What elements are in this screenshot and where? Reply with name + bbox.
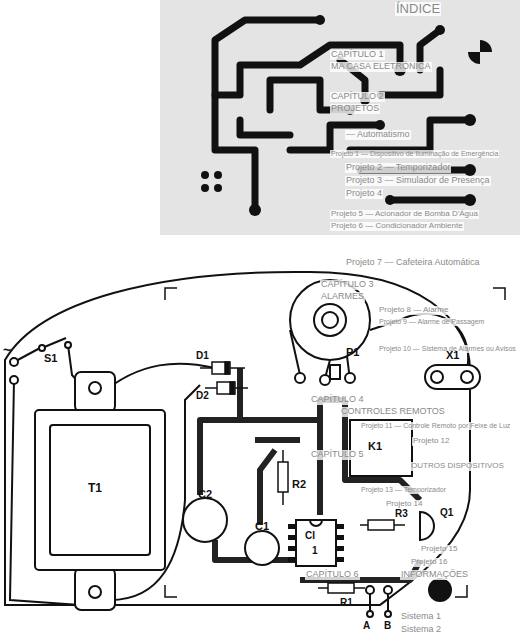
faded-index-text: — Automatismo [345, 130, 411, 140]
faded-index-text: MA CASA ELETRÔNICA [330, 62, 432, 72]
part-label: P1 [346, 346, 359, 358]
terminal-pads [366, 586, 392, 617]
faded-index-text: ALARMES [320, 292, 365, 302]
faded-index-text: CAPÍTULO 1 [330, 50, 385, 60]
corner-brackets [165, 288, 505, 597]
transistor-symbol [420, 512, 434, 540]
faded-index-text: Projeto 15 [420, 545, 458, 554]
faded-index-text: Projeto 14 [385, 500, 423, 509]
faded-index-text: Projeto 6 — Condicionador Ambiente [330, 222, 464, 231]
part-label: ~ [3, 343, 11, 358]
potentiometer-symbol [290, 280, 370, 385]
faded-index-text: Sistema 2 [400, 625, 442, 635]
faded-index-text: Sistema 1 [400, 612, 442, 622]
part-label: S1 [44, 352, 57, 364]
faded-index-text: ÍNDICE [395, 2, 441, 16]
part-label: D1 [196, 350, 209, 361]
part-label: 1 [312, 545, 318, 556]
ic-pins [288, 524, 344, 562]
faded-index-text: Projeto 1 — Dispositivo de Iluminação de… [330, 150, 499, 158]
index-mark [428, 578, 452, 602]
faded-index-text: Projeto 2 — Temporizador [345, 163, 451, 173]
part-label: C1 [255, 520, 269, 532]
faded-index-text: CAPÍTULO 4 [310, 395, 365, 405]
part-label: K1 [368, 440, 382, 452]
faded-index-text: Projeto 13 — Temporizador [360, 486, 447, 494]
faded-index-text: Projeto 11 — Controle Remoto por Feixe d… [360, 422, 511, 430]
part-label: A [363, 620, 370, 631]
part-label: C2 [198, 488, 212, 500]
faded-index-text: Projeto 4 [345, 189, 383, 199]
copper-pattern [160, 0, 520, 235]
faded-index-text: Projeto 7 — Cafeteira Automática [345, 258, 481, 268]
faded-index-text: CAPÍTULO 2 [330, 92, 385, 102]
faded-index-text: CAPÍTULO 6 [305, 570, 360, 580]
faded-index-text: Projeto 16 [410, 558, 448, 567]
faded-index-text: Projeto 12 [412, 437, 450, 446]
faded-index-text: OUTROS DISPOSITIVOS [410, 462, 505, 471]
faded-index-text: Projeto 3 — Simulador de Presença [345, 176, 491, 186]
part-label: D2 [196, 390, 209, 401]
faded-index-text: Projeto 5 — Acionador de Bomba D'Água [330, 210, 479, 219]
faded-index-text: CONTROLES REMOTOS [340, 407, 446, 417]
part-label: B [384, 620, 391, 631]
faded-index-text: Projeto 8 — Alarme [378, 306, 449, 315]
diode-symbol [200, 362, 248, 394]
faded-index-text: CAPÍTULO 3 [320, 280, 375, 290]
faded-index-text: INFORMAÇÕES [400, 570, 469, 580]
faded-index-text: PROJETOS [330, 104, 380, 114]
part-label: X1 [446, 349, 459, 361]
part-label: T1 [88, 482, 102, 495]
wires [10, 314, 468, 612]
ic-symbol [296, 520, 336, 566]
transformer-symbol [35, 372, 165, 610]
faded-index-text: Projeto 9 — Alarme de Passagem [378, 318, 485, 326]
part-label: R2 [292, 478, 306, 490]
switch-symbol [10, 338, 71, 384]
part-label: CI [305, 530, 315, 541]
part-label: R1 [340, 597, 353, 608]
faded-index-text: CAPÍTULO 5 [310, 450, 365, 460]
part-label: R3 [395, 508, 408, 519]
part-label: Q1 [440, 507, 453, 518]
connector-symbol [425, 365, 480, 389]
traces [200, 368, 420, 580]
